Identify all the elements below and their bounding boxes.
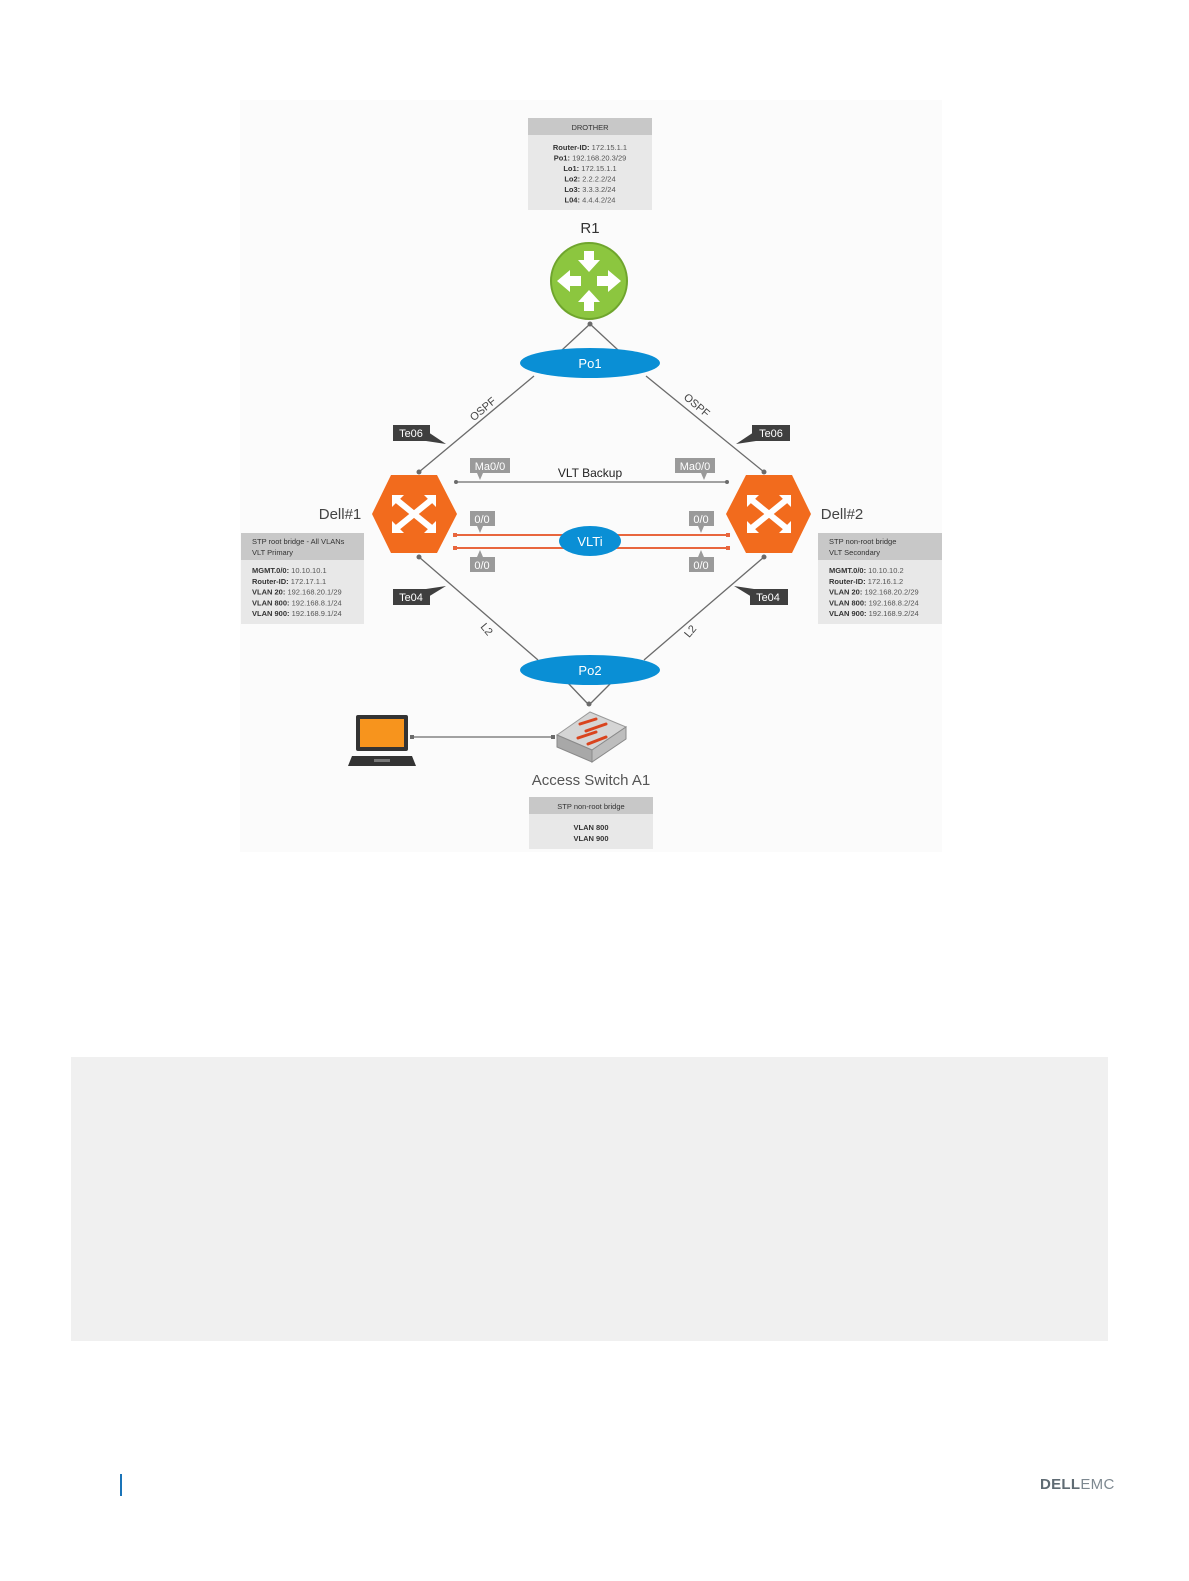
laptop-icon xyxy=(348,715,416,766)
tag-ma00-left: Ma0/0 xyxy=(470,458,510,480)
l2-link-right xyxy=(643,556,765,661)
tag-port-right-top: 0/0 xyxy=(689,511,714,533)
dell1-info-line: Router-ID: 172.17.1.1 xyxy=(252,577,326,586)
code-block-area xyxy=(71,1057,1108,1341)
tag-te06-left: Te06 xyxy=(393,425,446,444)
svg-text:0/0: 0/0 xyxy=(693,560,708,572)
r1-info-line: Po1: 192.168.20.3/29 xyxy=(554,154,627,163)
page-number-bar xyxy=(120,1474,122,1496)
po2-access-link-right xyxy=(589,681,613,705)
dell-emc-logo: DELLEMC xyxy=(1040,1476,1115,1493)
dell1-info-title-2: VLT Primary xyxy=(252,548,293,557)
access-info-line-1: VLAN 800 xyxy=(573,823,608,832)
dell1-info-box: STP root bridge - All VLANs VLT Primary … xyxy=(241,533,364,624)
dell2-info-line: VLAN 800: 192.168.8.2/24 xyxy=(829,598,919,607)
link-endpoints xyxy=(410,321,767,739)
dell2-info-title-1: STP non-root bridge xyxy=(829,537,896,546)
tag-te06-right: Te06 xyxy=(736,425,790,444)
access-switch-label: Access Switch A1 xyxy=(532,772,650,789)
dell2-info-line: VLAN 20: 192.168.20.2/29 xyxy=(829,588,919,597)
tag-ma00-right: Ma0/0 xyxy=(675,458,715,480)
r1-po1-link-left xyxy=(561,323,591,351)
r1-po1-link-right xyxy=(589,323,619,351)
r1-info-line: Lo2: 2.2.2.2/24 xyxy=(564,175,615,184)
access-info-title: STP non-root bridge xyxy=(557,802,624,811)
dell2-info-line: MGMT.0/0: 10.10.10.2 xyxy=(829,566,904,575)
dell1-info-line: VLAN 900: 192.168.9.1/24 xyxy=(252,609,342,618)
vlti-label: VLTi xyxy=(577,534,602,549)
po1-label: Po1 xyxy=(578,356,601,371)
dell1-switch-icon xyxy=(372,475,457,553)
po2-ellipse: Po2 xyxy=(520,655,660,685)
logo-dell-text: DELL xyxy=(1040,1476,1081,1493)
vlti-endpoints xyxy=(453,533,730,550)
dell1-info-title-1: STP root bridge - All VLANs xyxy=(252,537,345,546)
l2-link-left xyxy=(418,556,539,661)
tag-te04-right: Te04 xyxy=(734,586,788,605)
dell1-info-line: MGMT.0/0: 10.10.10.1 xyxy=(252,566,327,575)
po2-label: Po2 xyxy=(578,663,601,678)
svg-text:Te06: Te06 xyxy=(399,428,423,440)
vlt-backup-label: VLT Backup xyxy=(558,466,623,480)
links xyxy=(412,323,765,738)
vlti-ellipse: VLTi xyxy=(559,526,621,556)
dell1-label: Dell#1 xyxy=(319,506,362,523)
dell2-info-line: Router-ID: 172.16.1.2 xyxy=(829,577,903,586)
logo-emc-text: EMC xyxy=(1080,1476,1115,1493)
ospf-link-right xyxy=(645,375,765,473)
svg-text:Ma0/0: Ma0/0 xyxy=(680,461,711,473)
dell2-switch-icon xyxy=(726,475,811,553)
access-switch-icon xyxy=(555,711,628,763)
r1-info-title: DROTHER xyxy=(571,123,609,132)
svg-text:0/0: 0/0 xyxy=(474,560,489,572)
svg-text:0/0: 0/0 xyxy=(693,514,708,526)
tag-port-left-top: 0/0 xyxy=(470,511,495,533)
dell2-info-box: STP non-root bridge VLT Secondary MGMT.0… xyxy=(818,533,942,624)
po1-ellipse: Po1 xyxy=(520,348,660,378)
dell2-info-line: VLAN 900: 192.168.9.2/24 xyxy=(829,609,919,618)
dell1-info-line: VLAN 20: 192.168.20.1/29 xyxy=(252,588,342,597)
dell1-info-line: VLAN 800: 192.168.8.1/24 xyxy=(252,598,342,607)
r1-label: R1 xyxy=(580,220,599,237)
svg-text:0/0: 0/0 xyxy=(474,514,489,526)
access-info-box: STP non-root bridge VLAN 800 VLAN 900 xyxy=(529,797,653,849)
svg-text:Te04: Te04 xyxy=(399,592,423,604)
network-diagram: Po1 VLTi Po2 OSPF OSPF L2 L2 VLT Backup … xyxy=(241,118,942,849)
dell2-info-title-2: VLT Secondary xyxy=(829,548,880,557)
svg-text:Ma0/0: Ma0/0 xyxy=(475,461,506,473)
r1-info-line: Lo1: 172.15.1.1 xyxy=(563,164,616,173)
svg-text:Te06: Te06 xyxy=(759,428,783,440)
tag-te04-left: Te04 xyxy=(393,586,446,605)
r1-info-line: Router-ID: 172.15.1.1 xyxy=(553,143,627,152)
router-icon xyxy=(550,242,628,320)
ospf-link-left xyxy=(418,375,535,473)
access-info-line-2: VLAN 900 xyxy=(573,834,608,843)
po2-access-link-left xyxy=(566,681,589,705)
tag-port-left-bottom: 0/0 xyxy=(470,550,495,572)
tag-port-right-bottom: 0/0 xyxy=(689,550,714,572)
r1-info-line: L04: 4.4.4.2/24 xyxy=(565,196,616,205)
svg-text:Te04: Te04 xyxy=(756,592,780,604)
dell2-label: Dell#2 xyxy=(821,506,864,523)
r1-info-line: Lo3: 3.3.3.2/24 xyxy=(564,185,615,194)
